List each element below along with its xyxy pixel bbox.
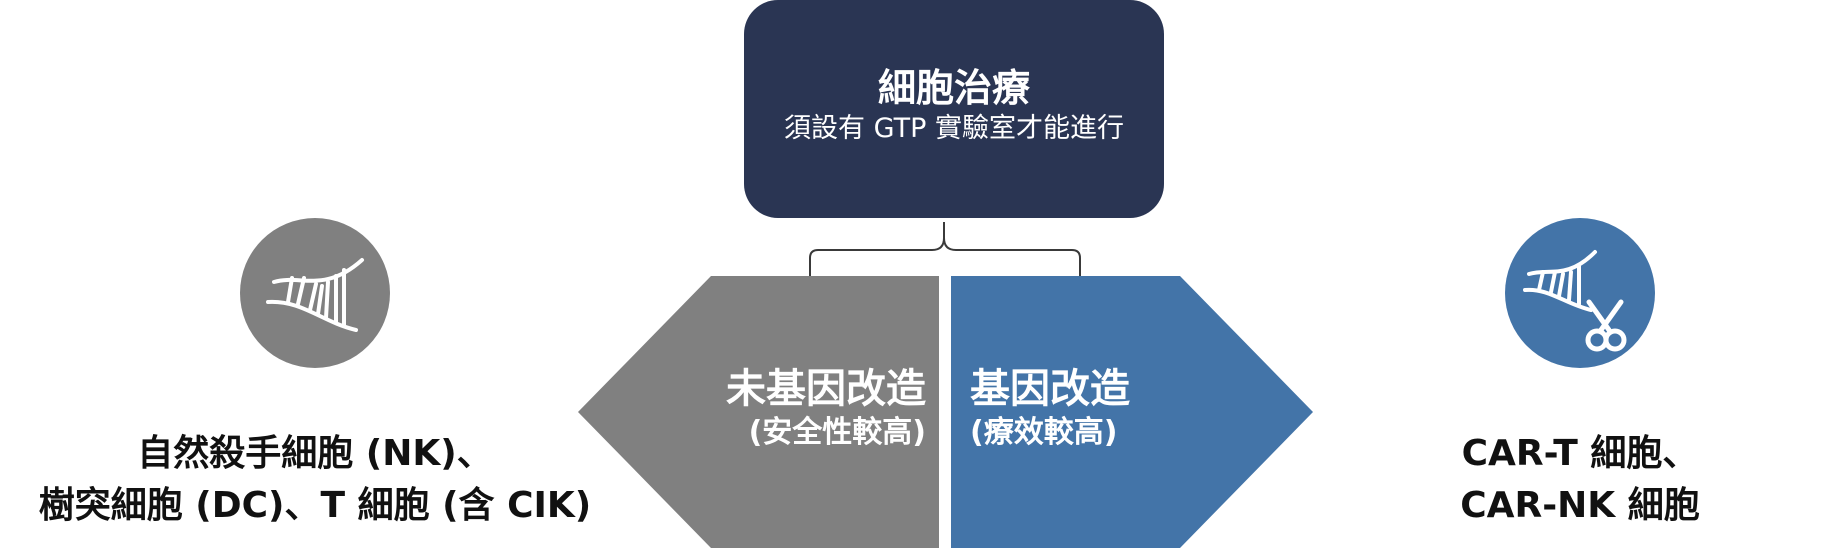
non-modified-title: 未基因改造 — [726, 366, 926, 412]
modified-examples-line1: CAR-T 細胞、 — [1461, 433, 1699, 474]
non-modified-note: (安全性較高) — [748, 415, 926, 450]
cell-therapy-title: 細胞治療 — [877, 66, 1030, 110]
modified-title: 基因改造 — [970, 366, 1130, 412]
modified-examples-line2: CAR-NK 細胞 — [1460, 485, 1700, 526]
modified-examples: CAR-T 細胞、 CAR-NK 細胞 — [1400, 428, 1760, 532]
non-modified-examples-line2: 樹突細胞 (DC)、T 細胞 (含 CIK) — [38, 485, 592, 526]
cell-therapy-subtitle: 須設有 GTP 實驗室才能進行 — [784, 113, 1124, 144]
cell-therapy-box: 細胞治療 須設有 GTP 實驗室才能進行 — [744, 0, 1164, 218]
non-modified-label: 未基因改造 (安全性較高) — [726, 366, 926, 451]
modified-arrow — [951, 276, 1313, 548]
bracket-connector — [809, 222, 1081, 276]
dna-icon — [240, 218, 390, 368]
dna-scissors-icon — [1505, 218, 1655, 368]
modified-note: (療效較高) — [970, 415, 1118, 450]
non-modified-examples: 自然殺手細胞 (NK)、 樹突細胞 (DC)、T 細胞 (含 CIK) — [10, 428, 620, 532]
non-modified-examples-line1: 自然殺手細胞 (NK)、 — [137, 433, 493, 474]
modified-label: 基因改造 (療效較高) — [970, 366, 1130, 451]
non-modified-arrow — [578, 276, 939, 548]
